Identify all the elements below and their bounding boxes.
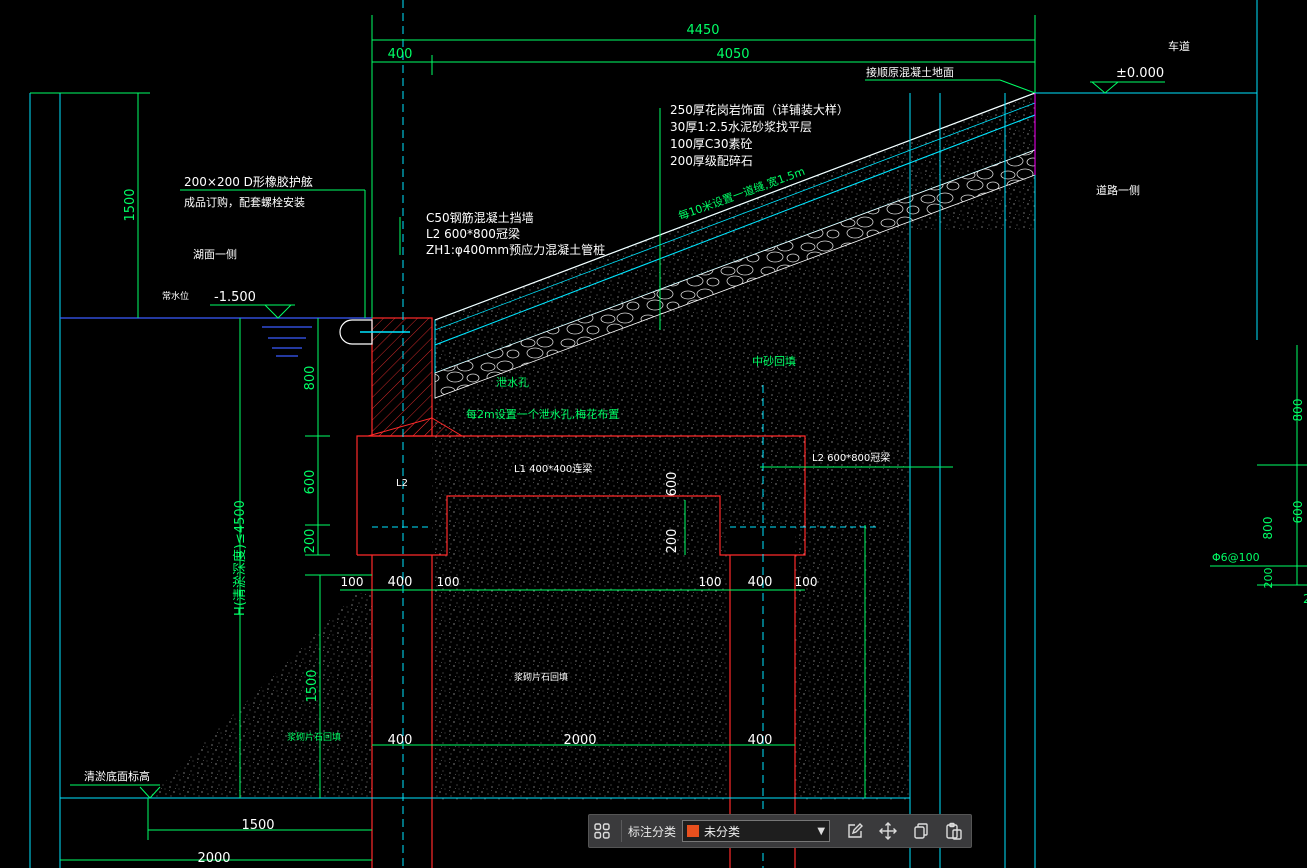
dim-h-label: H(清淤深度)≤4500	[232, 500, 248, 616]
label-water-elev: -1.500	[214, 290, 256, 305]
label-road-side: 道路一侧	[1096, 183, 1140, 197]
label-c50: C50钢筋混凝土挡墙	[426, 210, 534, 225]
label-zh1: ZH1:φ400mm预应力混凝土管桩	[426, 242, 605, 257]
dim-2000-mid: 2000	[563, 733, 596, 748]
label-layer2: 30厚1:2.5水泥砂浆找平层	[670, 119, 812, 134]
move-icon[interactable]	[875, 818, 901, 844]
category-selected-value: 未分类	[704, 824, 741, 839]
label-backfill: 中砂回填	[752, 354, 796, 368]
dim-400-bot-b: 400	[748, 733, 773, 748]
dim-r2: 2	[1303, 592, 1307, 606]
dim-4050: 4050	[716, 47, 749, 62]
label-dredge-bottom: 清淤底面标高	[84, 769, 150, 783]
label-rubber-guard: 200×200 D形橡胶护舷	[184, 174, 313, 189]
rubber-fender	[339, 319, 410, 345]
dim-400-b: 400	[748, 575, 773, 590]
slope-pavement	[434, 92, 1036, 399]
category-select[interactable]: 未分类 ▼	[682, 820, 831, 842]
label-l2-small: L2	[396, 478, 408, 489]
label-l2-beam: L2 600*800冠梁	[426, 226, 520, 241]
dim-1500-mid: 1500	[305, 669, 320, 702]
label-drain-hole: 泄水孔	[496, 376, 529, 389]
label-l2-right: L2 600*800冠梁	[812, 451, 890, 464]
category-color-swatch	[687, 825, 700, 837]
label-drain-note: 每2m设置一个泄水孔,梅花布置	[466, 407, 619, 421]
dim-1500-bottom: 1500	[241, 818, 274, 833]
dim-100-d: 100	[795, 575, 818, 589]
label-rubble-left: 浆砌片石回填	[287, 731, 341, 743]
label-lake-side: 湖面一侧	[193, 248, 237, 261]
structure-lines	[29, 0, 1258, 868]
dim-r200: 200	[1262, 568, 1275, 589]
dim-400-bot-a: 400	[388, 733, 413, 748]
dim-4450: 4450	[686, 23, 719, 38]
label-rubber-guard-note: 成品订购，配套螺栓安装	[184, 195, 305, 209]
paste-icon[interactable]	[941, 818, 967, 844]
grid-icon[interactable]	[589, 818, 615, 844]
dim-400-a: 400	[388, 575, 413, 590]
dim-1500-left: 1500	[123, 188, 138, 221]
dim-800-wall: 800	[303, 366, 318, 391]
dim-200-base: 200	[303, 529, 318, 554]
edit-icon[interactable]	[842, 818, 868, 844]
dim-2000-bottom: 2000	[197, 851, 230, 866]
dim-400-top: 400	[388, 47, 413, 62]
label-layer1: 250厚花岗岩饰面（详铺装大样）	[670, 102, 849, 117]
elevation-markers	[70, 81, 1165, 799]
label-road: 车道	[1168, 39, 1190, 53]
dim-100-b: 100	[437, 575, 460, 589]
annotation-toolbar: 标注分类 未分类 ▼	[588, 814, 972, 848]
dim-r800-b: 800	[1261, 517, 1275, 540]
label-l1: L1 400*400连梁	[514, 462, 592, 475]
label-zero-elev: ±0.000	[1116, 66, 1164, 81]
water-level-line	[60, 317, 372, 357]
label-water-level: 常水位	[162, 290, 189, 302]
dimension-lines	[30, 15, 1307, 861]
dim-200-l1: 200	[665, 529, 680, 554]
toolbar-divider	[621, 820, 622, 842]
dim-600-beam: 600	[303, 470, 318, 495]
label-layer4: 200厚级配碎石	[670, 153, 753, 168]
dim-600-l1: 600	[665, 472, 680, 497]
label-layer3: 100厚C30素砼	[670, 137, 753, 151]
backfill-area	[148, 145, 1035, 800]
category-label: 标注分类	[628, 824, 677, 839]
dim-100-c: 100	[699, 575, 722, 589]
label-rubble-mid: 浆砌片石回填	[514, 671, 568, 683]
dim-r600: 600	[1291, 501, 1305, 524]
dim-100-a: 100	[341, 575, 364, 589]
copy-icon[interactable]	[908, 818, 934, 844]
label-connect-ground: 接顺原混凝土地面	[866, 65, 954, 79]
dim-r800-a: 800	[1291, 399, 1305, 422]
chevron-down-icon: ▼	[817, 825, 826, 837]
label-rebar: Φ6@100	[1212, 551, 1260, 564]
